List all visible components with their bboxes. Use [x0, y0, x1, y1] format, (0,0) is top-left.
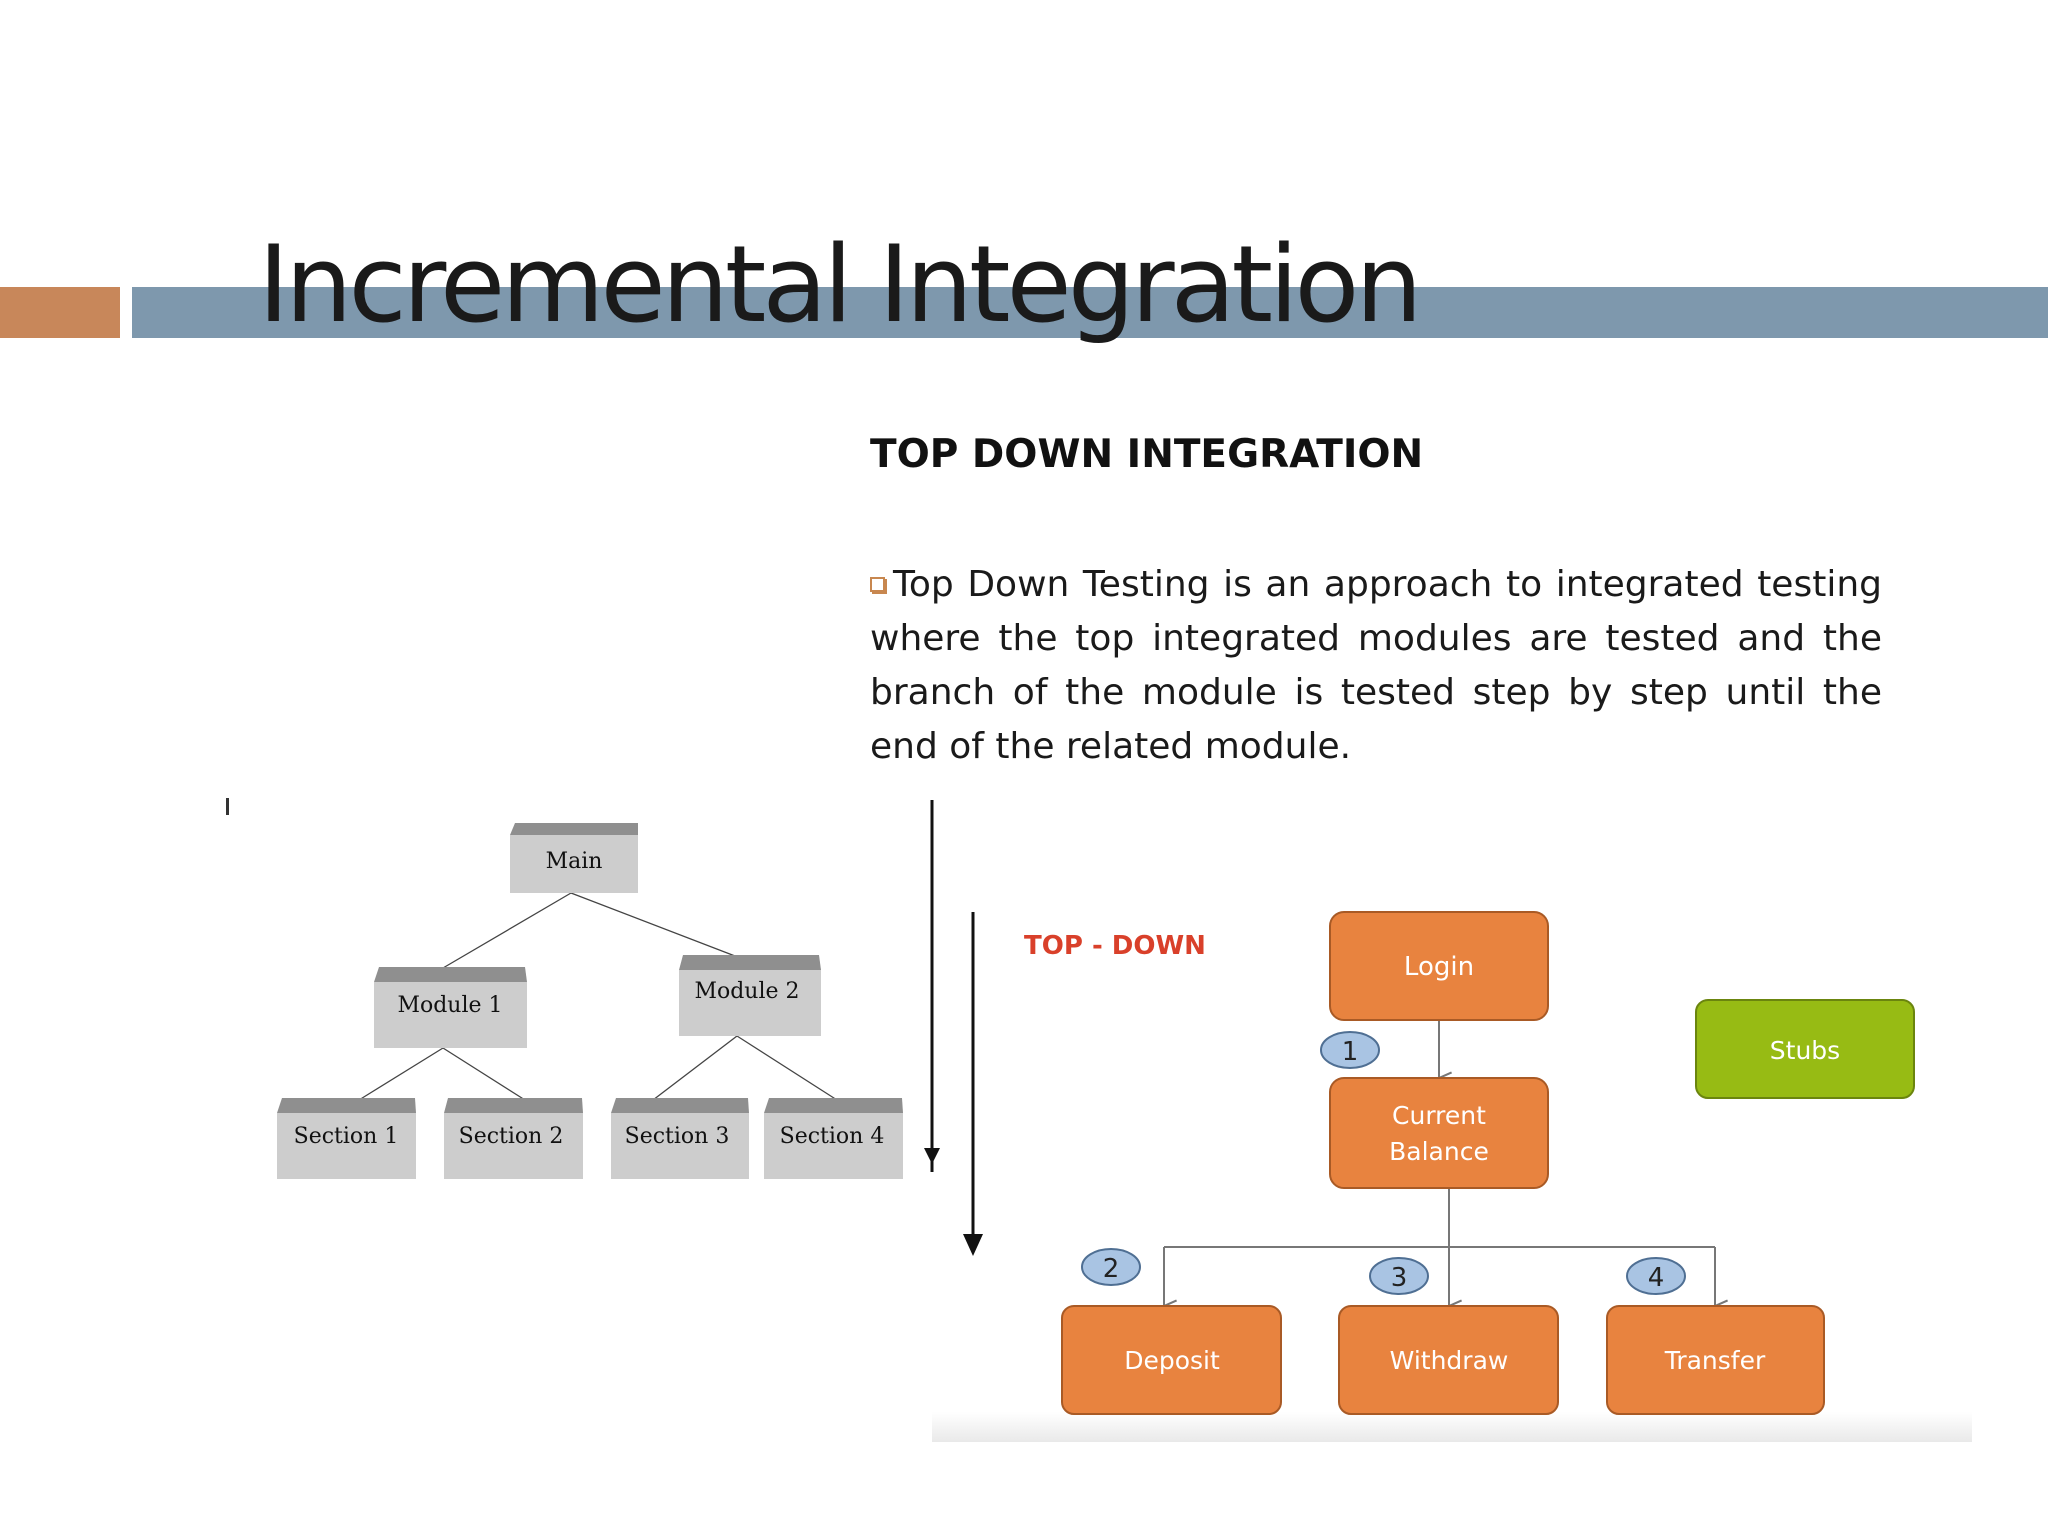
tree-connectors — [358, 892, 838, 1101]
flow-badge-2: 2 — [1081, 1248, 1141, 1286]
body-text: Top Down Testing is an approach to integ… — [870, 564, 1882, 767]
flow-node-stubs: Stubs — [1695, 999, 1915, 1099]
flow-footer-fade — [932, 1412, 1972, 1442]
tree-node-section4-label: Section 4 — [780, 1124, 885, 1149]
stray-tick-mark — [226, 798, 229, 815]
section-heading: TOP DOWN INTEGRATION — [870, 432, 1424, 477]
connector-module2-section4 — [736, 1035, 838, 1101]
tree-node-module2-label: Module 2 — [694, 979, 799, 1004]
tree-node-section3: Section 3 — [611, 1098, 749, 1179]
connector-module1-section2 — [442, 1047, 526, 1101]
flow-badge-4-label: 4 — [1648, 1263, 1665, 1293]
flow-connectors — [1164, 1020, 1715, 1306]
flow-node-balance-label: Balance — [1389, 1137, 1489, 1166]
flow-node-login-label: Login — [1404, 952, 1474, 982]
title-accent-bar — [0, 287, 120, 338]
connector-main-module1 — [442, 892, 572, 969]
tree-direction-arrowhead — [924, 1148, 940, 1164]
flow-badge-3-label: 3 — [1391, 1263, 1408, 1293]
tree-node-section3-label: Section 3 — [625, 1124, 730, 1149]
flow-direction-arrowhead — [963, 1234, 983, 1256]
flow-node-current-balance: Current Balance — [1329, 1077, 1549, 1189]
module-tree-diagram: Main Module 1 Module 2 Section 1 Section… — [277, 800, 940, 1179]
flow-badge-2-label: 2 — [1103, 1254, 1120, 1284]
flow-node-withdraw: Withdraw — [1338, 1305, 1559, 1415]
flow-node-transfer: Transfer — [1606, 1305, 1825, 1415]
flow-node-deposit: Deposit — [1061, 1305, 1282, 1415]
tree-node-main: Main — [510, 823, 638, 893]
flow-node-deposit-label: Deposit — [1124, 1346, 1220, 1375]
body-paragraph: Top Down Testing is an approach to integ… — [870, 558, 1882, 774]
flow-node-withdraw-label: Withdraw — [1390, 1346, 1509, 1375]
top-down-flow-diagram: TOP - DOWN Login 1 Current Balance Stubs… — [932, 911, 1972, 1442]
tree-node-main-label: Main — [546, 849, 603, 874]
flow-node-current-label: Current — [1392, 1101, 1486, 1130]
tree-node-section1: Section 1 — [277, 1098, 416, 1179]
flow-badge-1-label: 1 — [1342, 1037, 1359, 1067]
title-bar — [132, 287, 2048, 338]
flow-badge-3: 3 — [1369, 1257, 1429, 1295]
tree-node-module1-label: Module 1 — [397, 993, 502, 1018]
tree-node-module2: Module 2 — [679, 955, 821, 1036]
tree-node-section2-label: Section 2 — [459, 1124, 564, 1149]
connector-module2-section3 — [652, 1035, 738, 1101]
flow-node-stubs-label: Stubs — [1770, 1036, 1840, 1065]
tree-node-section2: Section 2 — [444, 1098, 583, 1179]
tree-node-section1-label: Section 1 — [294, 1124, 399, 1149]
connector-module1-section1 — [358, 1047, 444, 1101]
flow-badge-1: 1 — [1320, 1031, 1380, 1069]
flow-node-transfer-label: Transfer — [1664, 1346, 1766, 1375]
flow-badge-4: 4 — [1626, 1257, 1686, 1295]
connector-main-module2 — [570, 892, 736, 957]
square-bullet-icon — [870, 577, 885, 592]
tree-node-section4: Section 4 — [764, 1098, 903, 1179]
tree-node-module1: Module 1 — [374, 967, 527, 1048]
flow-direction-label: TOP - DOWN — [1024, 931, 1206, 961]
flow-node-login: Login — [1329, 911, 1549, 1021]
slide-title: Incremental Integration — [258, 223, 1423, 346]
